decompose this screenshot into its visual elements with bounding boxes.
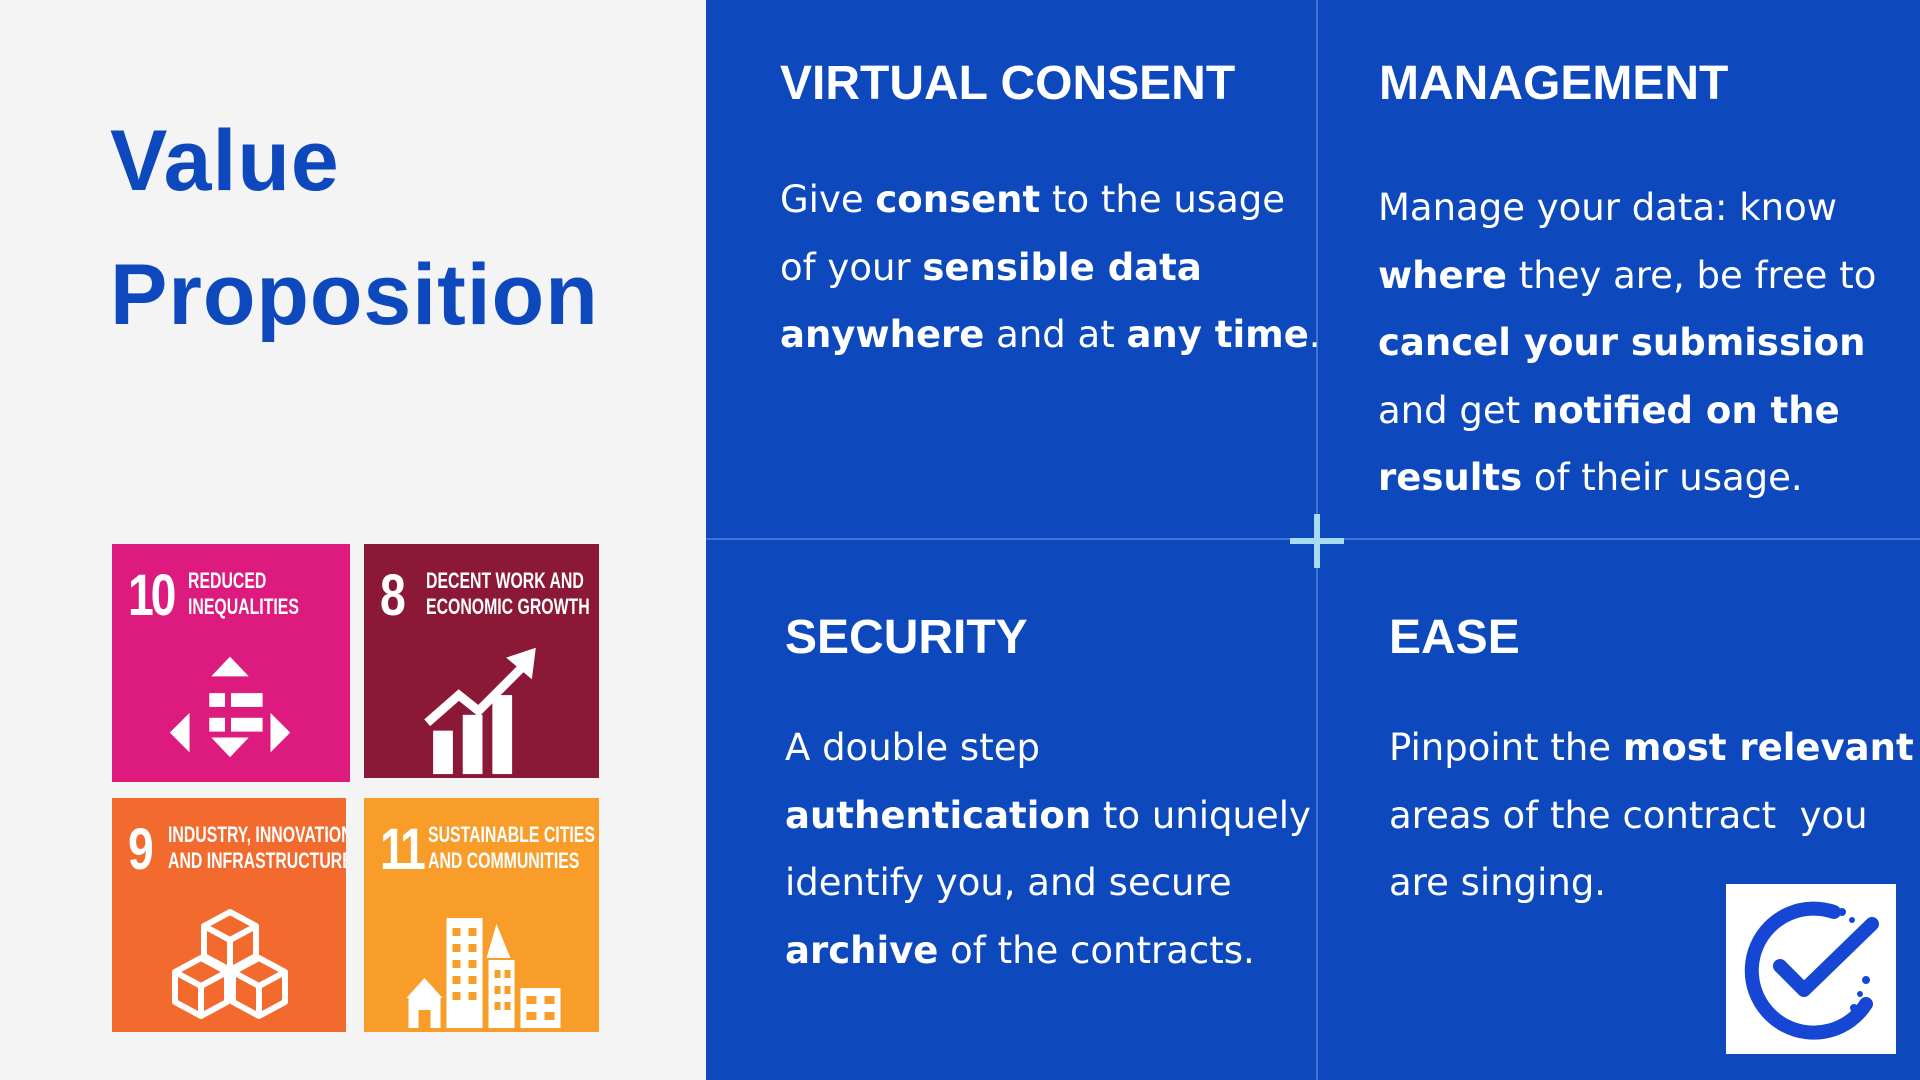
security-text: A double step authentication to uniquely… — [785, 726, 1311, 972]
ease-text: Pinpoint the most relevant areas of the … — [1389, 726, 1914, 904]
ease-heading: EASE — [1389, 611, 1520, 664]
sustainable-cities-icon — [406, 918, 561, 1028]
checkmark-logo-icon — [1744, 901, 1879, 1040]
economic-growth-icon — [424, 647, 536, 775]
management-text: Manage your data: know where they are, b… — [1378, 186, 1877, 499]
sdg-number: 11 — [380, 817, 426, 882]
plus-icon — [1290, 514, 1344, 568]
page-title-line-1: Value — [110, 113, 340, 209]
left-panel: Value Proposition — [0, 0, 706, 1080]
industry-cubes-icon — [172, 909, 288, 1019]
sdg-number: 8 — [380, 563, 406, 628]
virtual-consent-heading: VIRTUAL CONSENT — [780, 57, 1236, 110]
reduced-inequalities-icon — [169, 656, 291, 758]
sdg-number: 9 — [128, 817, 154, 882]
sdg-number: 10 — [128, 563, 176, 628]
security-heading: SECURITY — [785, 611, 1028, 664]
page-title-line-2: Proposition — [110, 247, 599, 343]
checkmark-logo — [1726, 884, 1896, 1054]
management-heading: MANAGEMENT — [1379, 57, 1729, 110]
virtual-consent-text: Give consent to the usage of your sensib… — [780, 178, 1321, 356]
